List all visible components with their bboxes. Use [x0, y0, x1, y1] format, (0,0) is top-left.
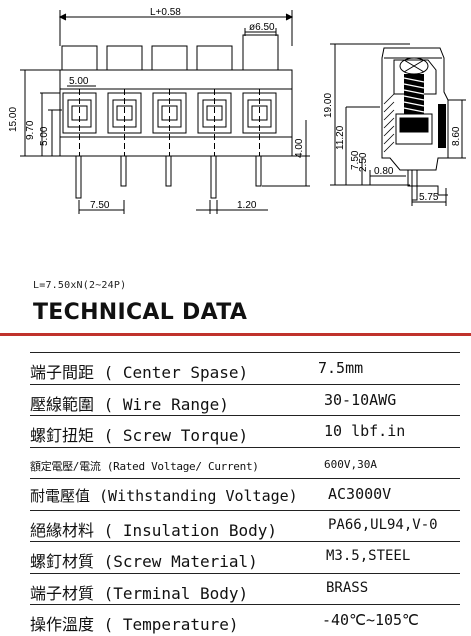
technical-data-table: 端子間距 ( Center Spase) 7.5mm 壓線範圍 ( Wire R… — [30, 352, 460, 636]
dim-height-5: 5.00 — [39, 126, 50, 146]
dim-height-9-70: 9.70 — [25, 120, 36, 140]
dim-overall-length: L+0.58 — [150, 7, 181, 18]
table-row: 操作溫度 ( Temperature) -40℃~105℃ — [30, 605, 460, 636]
row-label: 操作溫度 ( Temperature) — [30, 615, 239, 634]
dim-height-15: 15.00 — [8, 107, 19, 132]
row-value: 7.5mm — [318, 359, 364, 377]
table-row: 耐電壓值 (Withstanding Voltage) AC3000V — [30, 479, 460, 511]
accent-divider — [0, 333, 471, 336]
dim-pin-length: 4.00 — [294, 138, 305, 158]
dim-side-height: 19.00 — [323, 93, 334, 118]
dim-side-2-50: 2.50 — [358, 152, 369, 172]
dim-side-5-75: 5.75 — [419, 192, 439, 203]
row-label: 壓線範圍 ( Wire Range) — [30, 394, 229, 414]
table-row: 螺釘扭矩 ( Screw Torque) 10 lbf.in — [30, 416, 460, 448]
dim-side-7-50: 7.50 — [350, 150, 361, 170]
row-value: 30-10AWG — [324, 390, 397, 409]
row-value: AC3000V — [328, 485, 392, 503]
row-label: 端子間距 ( Center Spase) — [30, 363, 249, 382]
row-value: PA66,UL94,V-0 — [328, 516, 438, 533]
row-label: 端子材質 (Terminal Body) — [30, 583, 249, 603]
dim-side-11-20: 11.20 — [335, 125, 346, 150]
table-row: 端子間距 ( Center Spase) 7.5mm — [30, 352, 460, 385]
technical-drawing: L+0.58 ø6.50 5.00 15.00 9.70 5.00 4.00 7… — [8, 7, 466, 214]
row-value: BRASS — [326, 579, 369, 596]
row-value: -40℃~105℃ — [322, 611, 419, 629]
row-label: 螺釘扭矩 ( Screw Torque) — [30, 426, 249, 445]
length-formula: L=7.50xN(2~24P) — [33, 280, 127, 291]
dim-pitch: 7.50 — [90, 200, 110, 211]
dim-hole-diameter: ø6.50 — [249, 22, 275, 33]
table-row: 壓線範圍 ( Wire Range) 30-10AWG — [30, 385, 460, 416]
table-row: 額定電壓/電流 (Rated Voltage/ Current) 600V,30… — [30, 448, 460, 479]
table-row: 螺釘材質 (Screw Material) M3.5,STEEL — [30, 542, 460, 574]
dim-screw-offset: 5.00 — [69, 76, 89, 87]
row-value: 10 lbf.in — [324, 422, 406, 440]
section-title: TECHNICAL DATA — [33, 300, 248, 325]
table-row: 端子材質 (Terminal Body) BRASS — [30, 574, 460, 605]
table-row: 絕緣材料 ( Insulation Body) PA66,UL94,V-0 — [30, 511, 460, 542]
row-value: M3.5,STEEL — [326, 548, 411, 564]
row-value: 600V,30A — [324, 457, 377, 471]
row-label: 額定電壓/電流 (Rated Voltage/ Current) — [30, 459, 259, 473]
dim-pin-width: 1.20 — [237, 200, 257, 211]
row-label: 絕緣材料 ( Insulation Body) — [30, 520, 278, 540]
dim-side-0-80: 0.80 — [374, 166, 394, 177]
row-label: 螺釘材質 (Screw Material) — [30, 552, 258, 571]
dim-side-8-60: 8.60 — [451, 126, 462, 146]
row-label: 耐電壓值 (Withstanding Voltage) — [30, 487, 298, 505]
